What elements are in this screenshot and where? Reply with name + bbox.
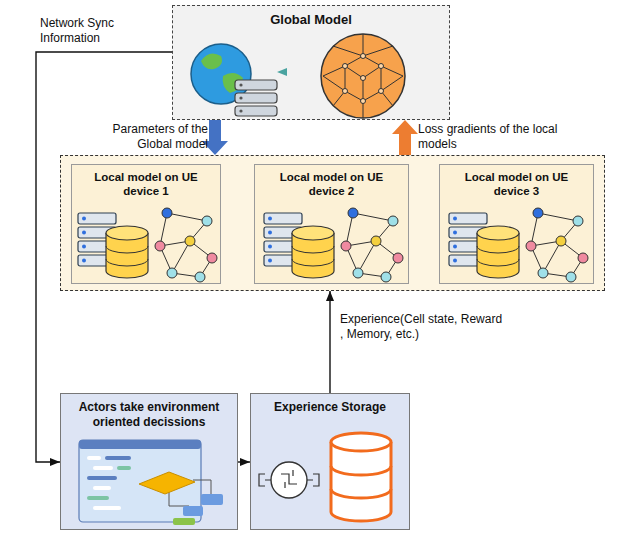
flow-arrow bbox=[238, 461, 250, 462]
global-model-box: Global Model bbox=[172, 5, 450, 120]
local-model-illustration bbox=[72, 165, 222, 287]
node-title: Local model on UE device 1 bbox=[78, 170, 214, 198]
storage-illustration bbox=[251, 394, 411, 531]
local-model-illustration bbox=[440, 165, 595, 287]
edge-label: Experience(Cell state, Reward , Memory, … bbox=[340, 312, 508, 342]
local-model-box: Local model on UE device 1 bbox=[71, 164, 221, 284]
block-arrow bbox=[392, 120, 418, 155]
actors-box: Actors take environment oriented decissi… bbox=[60, 393, 238, 530]
node-title: Local model on UE device 2 bbox=[261, 170, 402, 198]
flow-arrow bbox=[329, 291, 330, 393]
node-title: Global Model bbox=[179, 12, 443, 28]
code-window-illustration bbox=[61, 394, 239, 531]
local-model-box: Local model on UE device 2 bbox=[254, 164, 409, 284]
local-model-box: Local model on UE device 3 bbox=[439, 164, 594, 284]
edge-label: Parameters of the Global model bbox=[92, 122, 208, 152]
node-title: Actors take environment oriented decissi… bbox=[67, 400, 231, 430]
node-title: Experience Storage bbox=[257, 400, 403, 415]
edge-label: Network Sync Information bbox=[40, 16, 160, 46]
local-models-band: Local model on UE device 1 Local model on… bbox=[60, 155, 605, 291]
local-model-illustration bbox=[255, 165, 410, 287]
node-title: Local model on UE device 3 bbox=[446, 170, 587, 198]
experience-storage-box: Experience Storage bbox=[250, 393, 410, 530]
edge-label: Loss gradients of the local models bbox=[418, 122, 578, 152]
